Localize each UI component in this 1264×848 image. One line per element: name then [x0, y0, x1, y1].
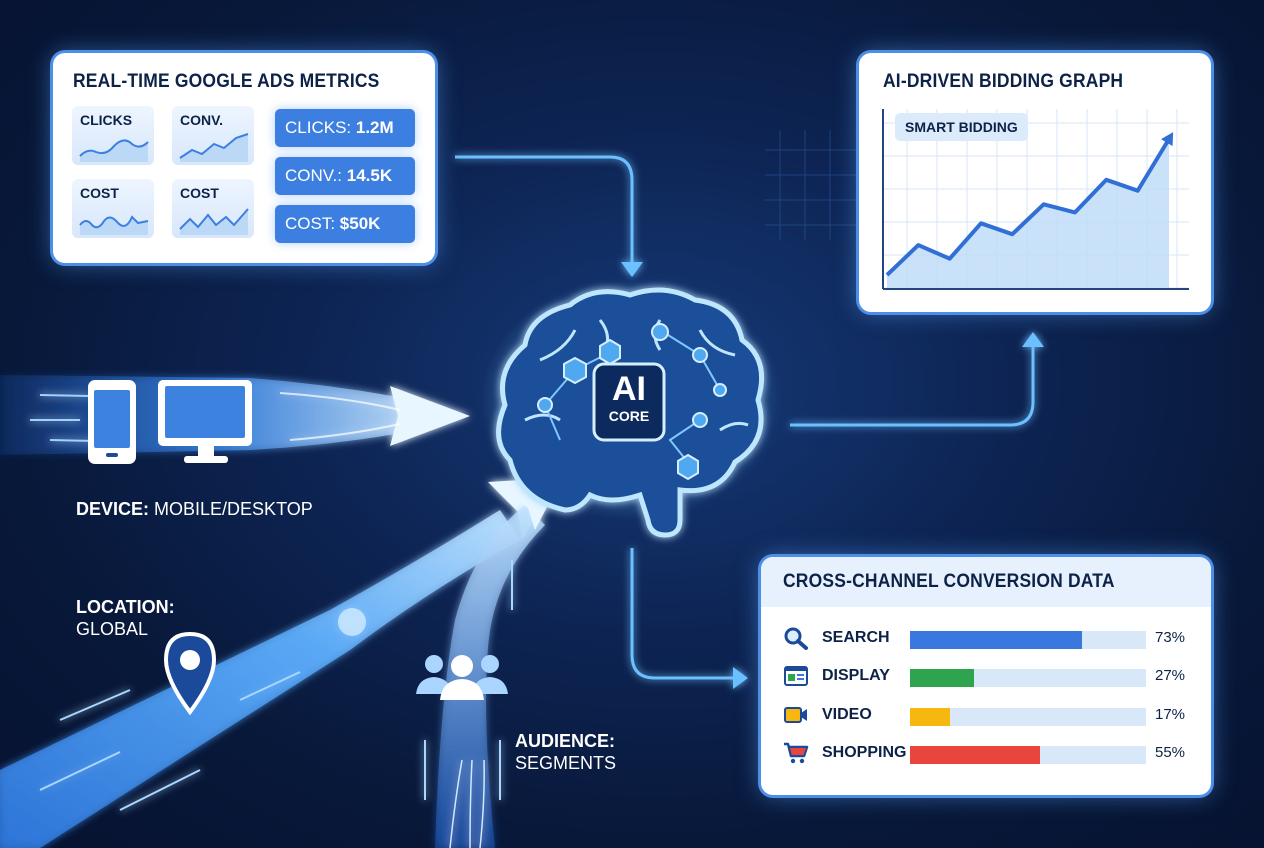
- stat-label: COST:: [285, 214, 336, 233]
- brain-icon: [480, 280, 780, 538]
- location-pin-icon: [163, 631, 217, 716]
- mini-chart-cost: COST: [72, 179, 154, 238]
- channel-percent: 17%: [1155, 706, 1186, 723]
- grid-decoration: [765, 130, 860, 240]
- mobile-phone-icon: [88, 380, 136, 464]
- search-icon: [784, 627, 808, 650]
- device-icons: [88, 380, 252, 464]
- conversion-panel: Cross-Channel Conversion Data SEARCH 73%…: [761, 557, 1211, 795]
- mini-chart-label: COST: [180, 185, 219, 201]
- channel-name: SEARCH: [822, 629, 890, 646]
- desktop-monitor-icon: [158, 380, 252, 463]
- stat-clicks: CLICKS: 1.2M: [275, 109, 415, 147]
- conversion-panel-title: Cross-Channel Conversion Data: [783, 571, 1115, 592]
- channel-bar-fill: [910, 631, 1083, 649]
- stat-value: 1.2M: [355, 118, 394, 137]
- channel-row-search: SEARCH 73%: [783, 626, 1193, 650]
- mini-chart-clicks: CLICKS: [72, 106, 154, 165]
- channel-bar-track: [910, 669, 1146, 687]
- metrics-panel-title: Real-Time Google Ads Metrics: [73, 71, 380, 92]
- ai-core-line1: AI: [612, 370, 646, 408]
- location-value: GLOBAL: [76, 619, 149, 639]
- sparkline: [179, 208, 249, 235]
- stat-label: CONV.:: [285, 166, 343, 185]
- trend-line: [885, 137, 1171, 277]
- sparkline: [79, 139, 149, 162]
- location-key: LOCATION:: [76, 597, 175, 617]
- channel-bar-fill: [910, 669, 974, 687]
- device-label: DEVICE: MOBILE/DESKTOP: [76, 498, 313, 520]
- mini-chart-label: CONV.: [180, 112, 224, 128]
- channel-percent: 73%: [1155, 629, 1186, 646]
- stat-value: $50K: [339, 214, 381, 233]
- metrics-panel: Real-Time Google Ads Metrics CLICKS CONV…: [53, 53, 435, 263]
- display-icon: [784, 666, 808, 686]
- channel-row-video: VIDEO 17%: [783, 703, 1193, 727]
- stat-label: CLICKS:: [285, 118, 352, 137]
- sparkline: [79, 215, 149, 235]
- mini-chart-cost-2: COST: [172, 179, 254, 238]
- stat-value: 14.5K: [346, 166, 393, 185]
- channel-bar-fill: [910, 708, 951, 726]
- device-value: MOBILE/DESKTOP: [154, 499, 313, 519]
- channel-percent: 27%: [1155, 667, 1186, 684]
- channel-percent: 55%: [1155, 744, 1186, 761]
- channel-bar-track: [910, 631, 1146, 649]
- conversion-panel-header: [761, 557, 1211, 607]
- arrow-heads: [621, 262, 1044, 689]
- smart-bidding-chip: SMART BIDDING: [895, 113, 1028, 141]
- video-icon: [784, 707, 807, 723]
- location-label: LOCATION: GLOBAL: [76, 596, 175, 640]
- device-key: DEVICE:: [76, 499, 150, 519]
- channel-row-display: DISPLAY 27%: [783, 664, 1193, 688]
- channel-bar-track: [910, 708, 1146, 726]
- channel-row-shopping: SHOPPING 55%: [783, 741, 1193, 765]
- channel-name: DISPLAY: [822, 667, 890, 684]
- channel-bar-track: [910, 746, 1146, 764]
- audience-label: AUDIENCE: SEGMENTS: [515, 730, 616, 774]
- audience-people-icon: [416, 655, 508, 700]
- stat-cost: COST: $50K: [275, 205, 415, 243]
- mini-chart-conv: CONV.: [172, 106, 254, 165]
- bidding-panel: AI-Driven Bidding Graph SMART BIDDING: [859, 53, 1211, 312]
- trend-arrow-head: [1161, 132, 1174, 147]
- stat-conv: CONV.: 14.5K: [275, 157, 415, 195]
- channel-name: SHOPPING: [822, 744, 907, 761]
- ai-core-line2: CORE: [608, 408, 650, 424]
- shopping-cart-icon: [784, 742, 809, 764]
- mini-chart-label: CLICKS: [80, 112, 133, 128]
- bidding-panel-title: AI-Driven Bidding Graph: [883, 71, 1124, 92]
- sparkline: [179, 133, 249, 162]
- audience-value: SEGMENTS: [515, 753, 617, 773]
- connector-arrows: [455, 155, 1035, 680]
- channel-bar-fill: [910, 746, 1040, 764]
- mini-chart-label: COST: [80, 185, 119, 201]
- trend-area: [887, 139, 1169, 289]
- channel-name: VIDEO: [822, 706, 872, 723]
- audience-key: AUDIENCE:: [515, 731, 616, 751]
- ai-core-label: AI CORE: [594, 366, 664, 441]
